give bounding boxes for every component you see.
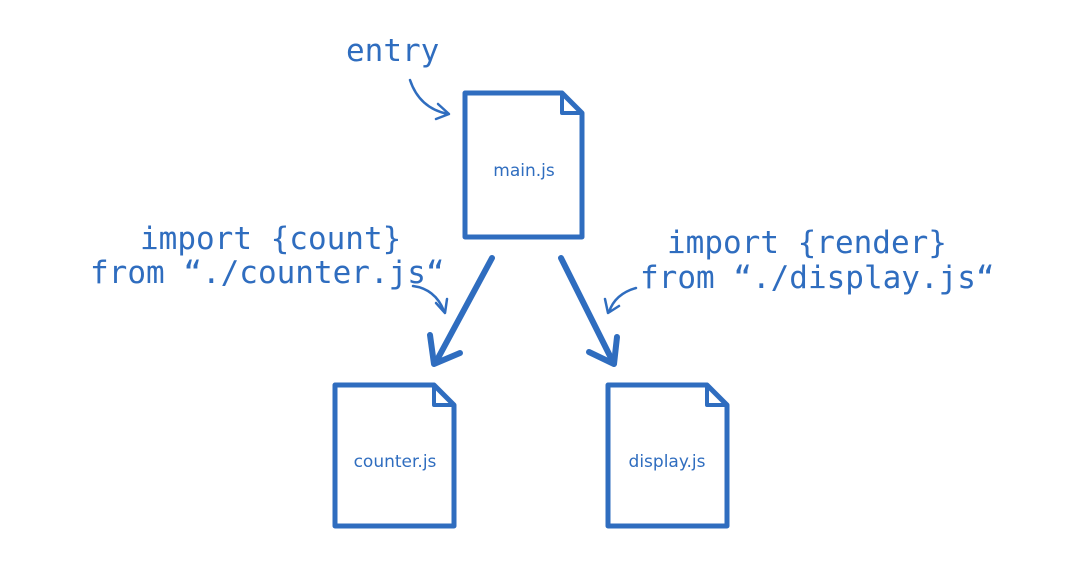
- left-import-pointer: [411, 284, 449, 315]
- file-main-js: main.js: [462, 90, 585, 240]
- file-name-display: display.js: [629, 452, 706, 472]
- right-import-pointer: [603, 286, 638, 315]
- file-icon: [605, 382, 730, 529]
- file-display-js: display.js: [605, 382, 730, 529]
- arrow-main-to-counter: [427, 255, 495, 367]
- file-icon: [462, 90, 585, 240]
- import-left-line1: import {count}: [140, 221, 401, 257]
- file-name-main: main.js: [493, 161, 555, 181]
- file-name-counter: counter.js: [354, 452, 437, 472]
- import-right-line2: from “./display.js“: [640, 260, 995, 296]
- arrow-main-to-display: [558, 255, 620, 367]
- import-right-line1: import {render}: [667, 225, 947, 261]
- file-counter-js: counter.js: [332, 382, 457, 529]
- import-left-line2: from “./counter.js“: [90, 255, 445, 291]
- entry-label: entry: [346, 33, 439, 69]
- entry-arrow: [408, 78, 451, 121]
- file-icon: [332, 382, 457, 529]
